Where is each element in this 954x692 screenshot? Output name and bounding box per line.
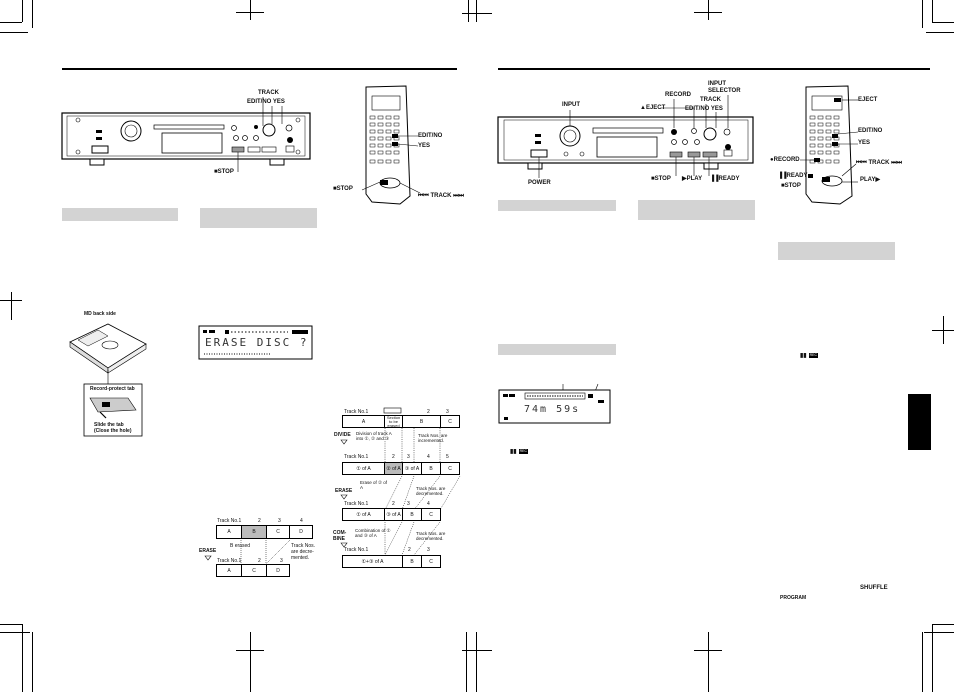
right-section-bar-2 [638, 200, 755, 220]
row3-col-1: Track No.1 [344, 501, 369, 507]
edit-no-yes-label: EDIT/NO YES [247, 99, 285, 105]
combine-action: COM- BINE [333, 530, 347, 542]
pause-icon: ▮▮ [510, 449, 517, 455]
remote-play-label: PLAY▶ [860, 177, 881, 183]
lcd-text: ERASE DISC ? [205, 336, 309, 349]
divide-track-no: Track No.1 [344, 409, 369, 415]
erase-cell-b: B [241, 525, 267, 539]
decremented-note-1: Track Nos. are decremented. [416, 486, 446, 496]
remote-ready-label: ▐▐READY [778, 173, 808, 179]
b-erased-note: B erased [230, 543, 251, 549]
left-header-rule [62, 68, 457, 70]
remote-stop-label: ■STOP [333, 186, 353, 192]
right-header-rule [498, 68, 930, 70]
erase-action-2: ERASE [335, 488, 353, 494]
incremented-note: Track Nos. are incremented. [418, 433, 448, 443]
erase-bottom-no-3: 3 [280, 558, 283, 564]
row4-col-1: Track No.1 [344, 547, 369, 553]
combination-note: Combination of ① and ③ of A [355, 528, 391, 538]
divide-action: DIVIDE [334, 432, 351, 438]
lcd-time-text: 74m 59s [524, 404, 581, 415]
eject-label: ▲EJECT [640, 105, 666, 111]
erase-bottom-no-1: Track No.1 [217, 558, 242, 564]
close-hole-label: (Close the hole) [94, 428, 132, 434]
program-label: PROGRAM [780, 595, 807, 601]
section-index-tab [908, 394, 931, 450]
row2-col-1: Track No.1 [344, 454, 369, 460]
erase-result-d: D [266, 564, 290, 577]
remote-stop-label-right: ■STOP [781, 183, 801, 189]
right-section-bar-4 [498, 344, 616, 355]
erase-of-2-note: Erase of ② of A [360, 480, 388, 490]
record-protect-tab-label: Record-protect tab [90, 386, 135, 392]
remote-edit-no-label: EDIT/NO [418, 133, 443, 139]
erase-bottom-no-2: 2 [258, 558, 261, 564]
row3-col-4: 4 [427, 501, 430, 507]
divide-col-2: 2 [427, 409, 430, 415]
row4-1-3a: ①+③ of A [342, 555, 403, 568]
row1-c: C [440, 415, 460, 428]
pause-icon-2: ▮▮ [800, 353, 807, 359]
stop-label: ■STOP [214, 169, 234, 175]
power-label: POWER [528, 180, 551, 186]
input-label: INPUT [562, 102, 580, 108]
divide-col-3: 3 [446, 409, 449, 415]
right-track-label: TRACK [700, 97, 721, 103]
left-section-bar-1 [62, 208, 178, 221]
erase-cell-d: D [289, 525, 313, 539]
pause-rec-icon-2: ▮▮ REC [800, 352, 818, 359]
row2-col-5: 5 [446, 454, 449, 460]
row2-col-3: 3 [407, 454, 410, 460]
erase-result-c: C [241, 564, 267, 577]
division-note: Division of track A into ①, ② and ③ [356, 431, 392, 441]
track-label: TRACK [258, 90, 279, 96]
md-back-side-title: MD back side [84, 311, 116, 317]
row4-c: C [421, 555, 441, 568]
row2-col-2: 2 [392, 454, 395, 460]
row4-col-2: 2 [408, 547, 411, 553]
ready-label: ▐▐READY [710, 176, 740, 182]
remote-eject-label: EJECT [858, 97, 878, 103]
erase-track-no-3: 3 [278, 518, 281, 524]
remote-track-label-right: ⏮⏮ TRACK ⏭⏭ [856, 160, 902, 166]
row2-c: C [440, 462, 460, 475]
row3-col-3: 3 [407, 501, 410, 507]
right-edit-no-yes-label: EDIT/NO YES [685, 106, 723, 112]
input-selector-label-1: INPUT [708, 81, 726, 87]
rec-badge: REC [518, 449, 528, 454]
right-section-bar-1 [498, 200, 616, 211]
play-label: ▶PLAY [682, 176, 703, 182]
row1-b: B [402, 415, 441, 428]
remote-yes-label: YES [418, 143, 431, 149]
remote-track-label: ⏮⏮ TRACK ⏭⏭ [418, 193, 464, 199]
input-selector-label-2: SELECTOR [708, 88, 741, 94]
remote-record-label: ●RECORD [770, 157, 800, 163]
row2-b: B [421, 462, 441, 475]
erase-cell-a: A [216, 525, 242, 539]
row3-col-2: 2 [392, 501, 395, 507]
remote-yes-label-right: YES [858, 140, 871, 146]
decremented-note: Track Nos. are decre- mented. [291, 543, 315, 561]
row2-col-4: 4 [427, 454, 430, 460]
rec-badge-2: REC [808, 353, 818, 358]
erase-result-a: A [216, 564, 242, 577]
erase-track-no-4: 4 [300, 518, 303, 524]
row3-c: C [421, 508, 441, 521]
pause-rec-icon-1: ▮▮ REC [510, 448, 528, 455]
right-section-bar-3 [778, 242, 895, 260]
left-section-bar-2 [200, 208, 317, 228]
erase-track-no-1: Track No.1 [217, 518, 242, 524]
slide-tab-label: Slide the tab [94, 422, 124, 428]
decremented-note-2: Track Nos. are decremented. [416, 531, 446, 541]
erase-action: ERASE [199, 548, 217, 554]
erase-track-no-2: 2 [258, 518, 261, 524]
shuffle-label: SHUFFLE [860, 585, 888, 591]
right-stop-label: ■STOP [651, 176, 671, 182]
row1-a: A [342, 415, 385, 428]
record-label: RECORD [665, 92, 692, 98]
remote-edit-no-label-right: EDIT/NO [858, 128, 883, 134]
row4-col-3: 3 [427, 547, 430, 553]
